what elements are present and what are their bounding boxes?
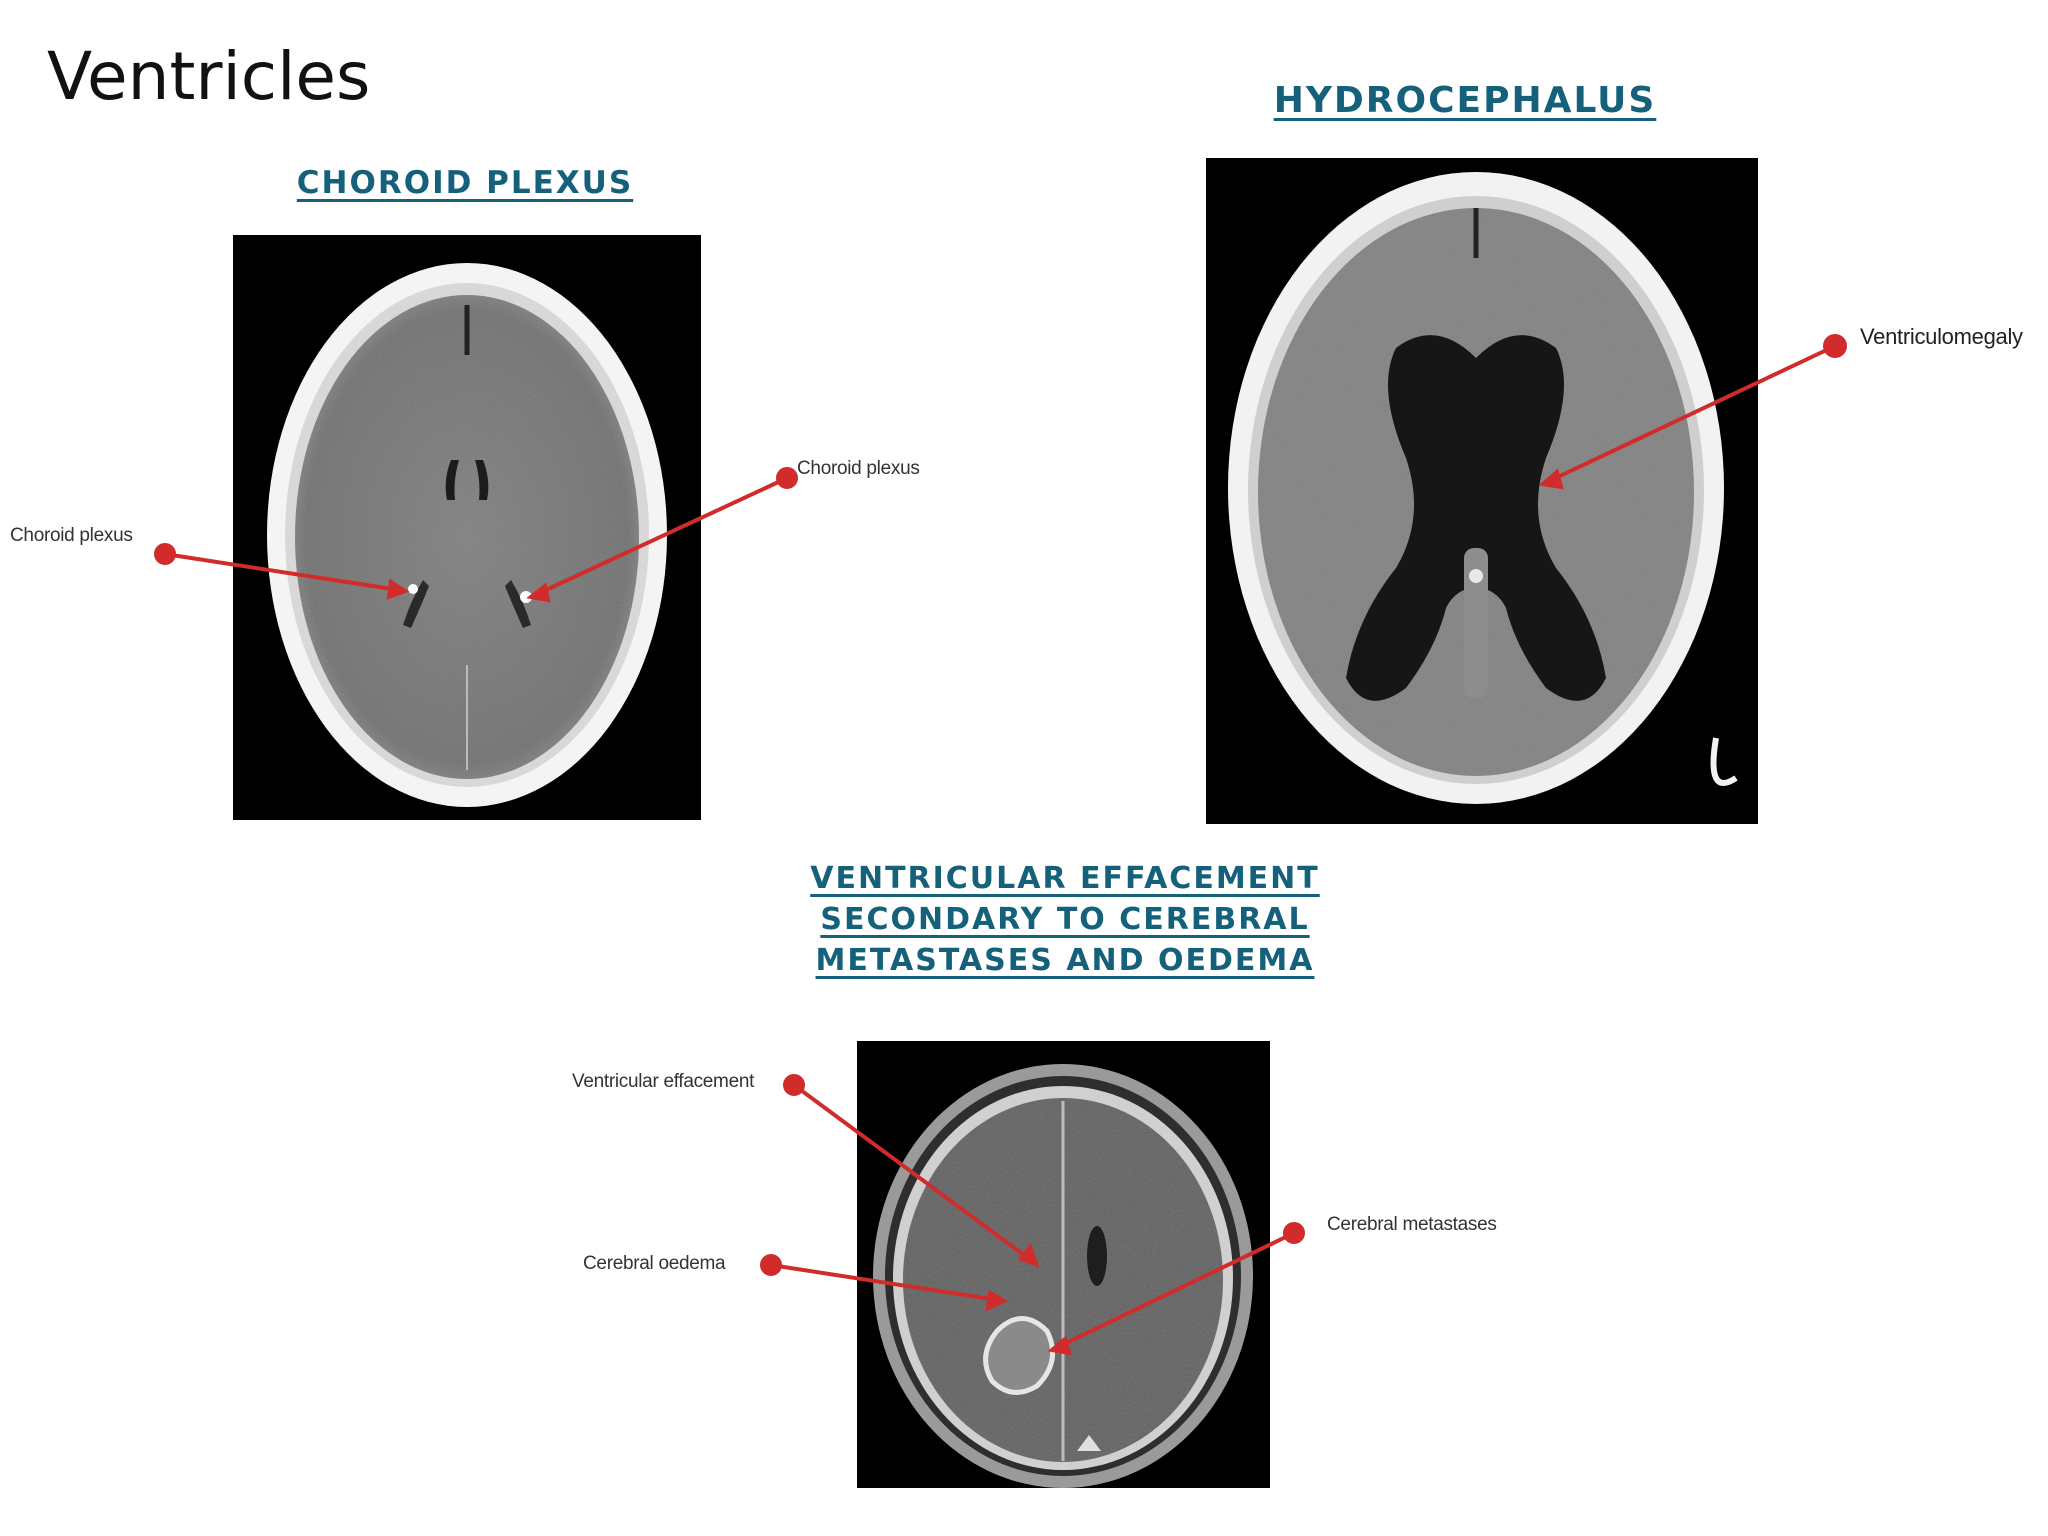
label-choroid-plexus-right: Choroid plexus: [797, 458, 920, 479]
choroid-plexus-heading: CHOROID PLEXUS: [296, 165, 634, 201]
ct-scan-choroid-plexus: [233, 235, 701, 820]
ct-scan-hydrocephalus: [1206, 158, 1758, 824]
ct-scan-image: [233, 235, 701, 820]
slide-title: Ventricles: [47, 38, 371, 115]
heading-line: VENTRICULAR EFFACEMENT: [810, 861, 1320, 896]
ventricular-effacement-heading: VENTRICULAR EFFACEMENT SECONDARY TO CERE…: [770, 858, 1360, 981]
heading-line: SECONDARY TO CEREBRAL: [820, 902, 1310, 937]
hydrocephalus-heading: HYDROCEPHALUS: [1273, 80, 1657, 121]
ct-scan-image: [1206, 158, 1758, 824]
heading-line: METASTASES AND OEDEMA: [815, 943, 1315, 978]
mri-scan-image: [857, 1041, 1270, 1488]
mri-scan-metastases: [857, 1041, 1270, 1488]
label-choroid-plexus-left: Choroid plexus: [10, 525, 133, 546]
label-cerebral-metastases: Cerebral metastases: [1327, 1214, 1497, 1235]
label-ventriculomegaly: Ventriculomegaly: [1860, 324, 2023, 349]
label-ventricular-effacement: Ventricular effacement: [572, 1071, 755, 1092]
label-cerebral-oedema: Cerebral oedema: [583, 1253, 726, 1274]
